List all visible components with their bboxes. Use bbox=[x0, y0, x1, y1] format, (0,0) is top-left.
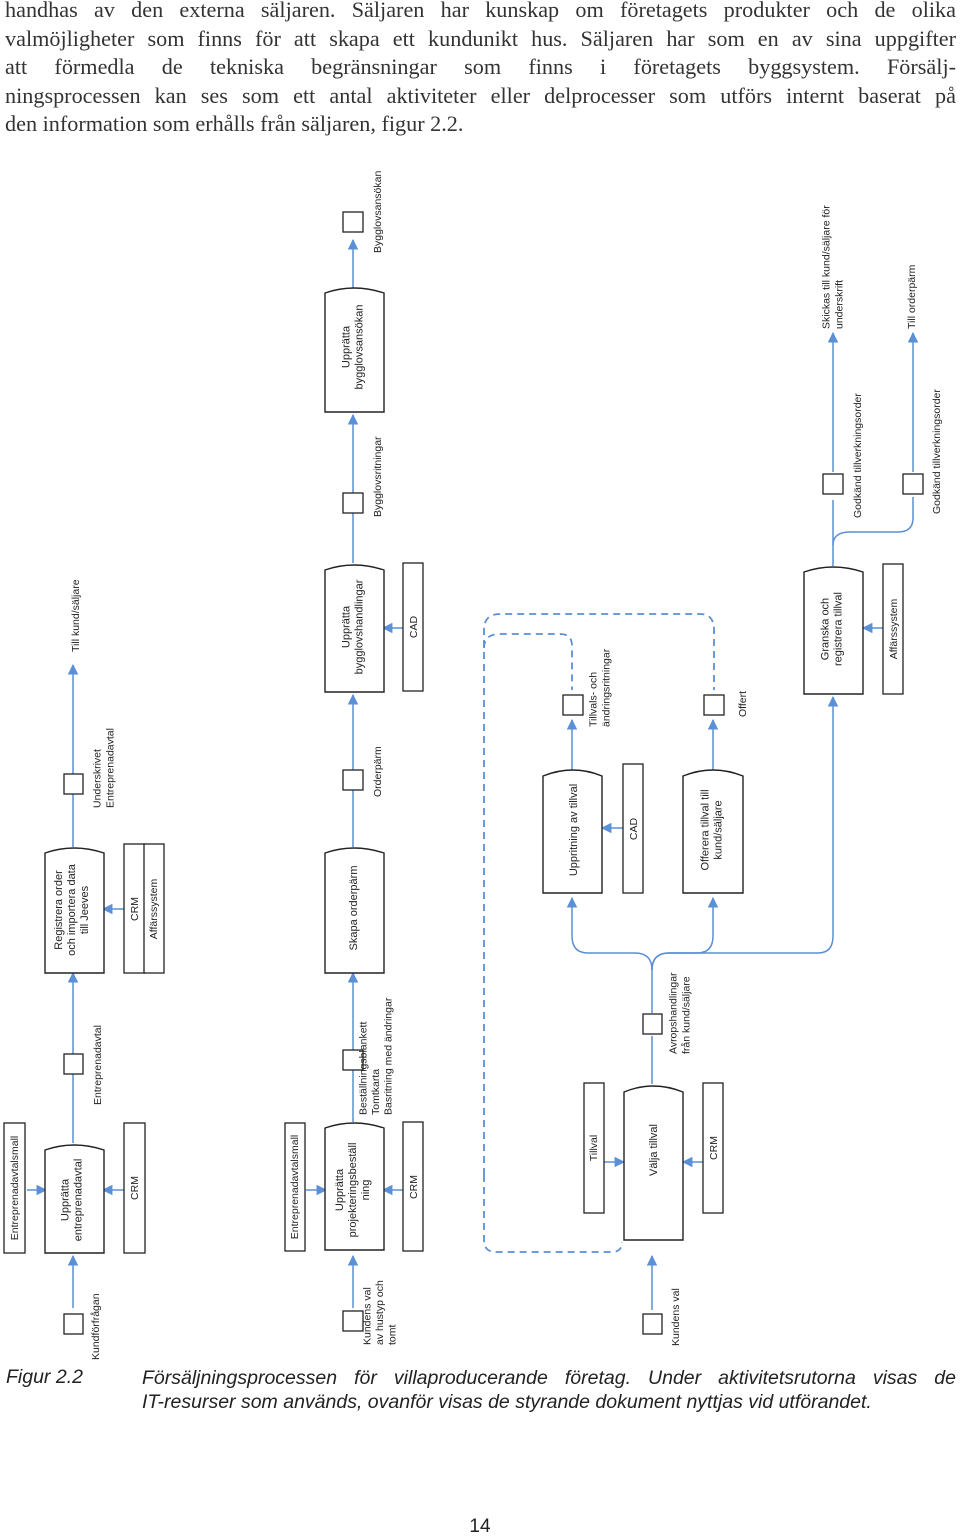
svg-text:Upprättaprojekteringsbeställni: Upprättaprojekteringsbeställning bbox=[334, 1143, 372, 1238]
resource-affarssystem-1: Affärssystem bbox=[143, 843, 165, 974]
svg-text:Offert: Offert bbox=[737, 691, 749, 717]
svg-text:Affärssystem: Affärssystem bbox=[148, 879, 160, 940]
document-kundens-val: Kundens val bbox=[642, 1288, 682, 1346]
activity-valja-tillval: Välja tillval bbox=[623, 1085, 684, 1241]
svg-text:Bygglovsritningar: Bygglovsritningar bbox=[372, 436, 384, 517]
svg-text:Upprättabygglovsansökan: Upprättabygglovsansökan bbox=[340, 304, 365, 389]
resource-crm-4: CRM bbox=[702, 1082, 724, 1214]
activity-registrera-order: Registrera orderoch importera datatill J… bbox=[44, 847, 105, 974]
column-3-flow bbox=[566, 331, 919, 1310]
svg-text:Till orderpärm: Till orderpärm bbox=[906, 264, 918, 329]
document-skickas-till-kund: Skickas till kund/säljare förunderskrift bbox=[821, 205, 846, 329]
svg-text:Välja tillval: Välja tillval bbox=[648, 1124, 660, 1176]
svg-text:CRM: CRM bbox=[129, 1176, 141, 1200]
resource-affarssystem-2: Affärssystem bbox=[882, 563, 904, 695]
column-2 bbox=[306, 238, 412, 1308]
document-orderparm: Orderpärm bbox=[342, 746, 384, 797]
svg-text:Affärssystem: Affärssystem bbox=[888, 599, 900, 660]
resource-entreprenadavtalsmall-1: Entreprenadavtalsmall bbox=[3, 1122, 26, 1254]
svg-text:Bygglovsansökan: Bygglovsansökan bbox=[372, 171, 384, 253]
caption-line: IT-resurser som används, ovanför visas d… bbox=[142, 1391, 872, 1413]
svg-text:Orderpärm: Orderpärm bbox=[372, 746, 384, 797]
svg-text:Tillval: Tillval bbox=[588, 1135, 600, 1161]
activity-upprata-entreprenadavtal: Upprättaentreprenadavtal bbox=[44, 1144, 105, 1254]
body-line: att förmedla de tekniska begränsningar s… bbox=[5, 54, 956, 80]
svg-text:CAD: CAD bbox=[408, 615, 420, 638]
svg-text:CAD: CAD bbox=[628, 817, 640, 840]
activity-label: Upprättaentreprenadavtal bbox=[59, 1159, 84, 1242]
svg-text:Entreprenadavtalsmall: Entreprenadavtalsmall bbox=[289, 1135, 301, 1239]
activity-granska-registrera-tillval: Granska ochregistrera tillval bbox=[803, 566, 864, 695]
activity-skapa-orderparm: Skapa orderpärm bbox=[324, 847, 385, 974]
activity-projekteringsbestallning: Upprättaprojekteringsbeställning bbox=[324, 1122, 385, 1251]
resource-crm-1: CRM bbox=[123, 1122, 146, 1254]
figure-caption: Försäljningsprocessen för villaproducera… bbox=[142, 1366, 956, 1414]
activity-bygglovshandlingar: Upprättabygglovshandlingar bbox=[324, 564, 385, 693]
svg-text:Entreprenadavtal: Entreprenadavtal bbox=[92, 1025, 104, 1105]
document-till-orderparm: Till orderpärm bbox=[906, 264, 918, 329]
document-offert: Offert bbox=[703, 691, 749, 717]
svg-text:Till kund/säljare: Till kund/säljare bbox=[70, 579, 82, 652]
svg-text:CRM: CRM bbox=[708, 1136, 720, 1160]
svg-text:Kundens valav hustyp ochtomt: Kundens valav hustyp ochtomt bbox=[361, 1280, 398, 1345]
body-line: den information som erhålls från säljare… bbox=[5, 111, 464, 137]
document-avropshandlingar: Avropshandlingarfrån kund/säljare bbox=[642, 972, 693, 1054]
activity-bygglovsansokan: Upprättabygglovsansökan bbox=[324, 287, 385, 413]
page-number: 14 bbox=[469, 1516, 491, 1537]
activity-label: Registrera orderoch importera datatill J… bbox=[53, 863, 91, 956]
svg-text:Entreprenadavtalsmall: Entreprenadavtalsmall bbox=[9, 1136, 21, 1240]
svg-text:Offerera tillval tillkund/sälj: Offerera tillval tillkund/säljare bbox=[699, 789, 724, 870]
svg-text:Godkänd tillverkningsorder: Godkänd tillverkningsorder bbox=[852, 393, 864, 518]
document-tillvals-ritningar: Tillvals- ochändringsritningar bbox=[562, 648, 613, 727]
document-underskrivet: UnderskrivetEntreprenadavtal bbox=[63, 728, 117, 808]
svg-text:UnderskrivetEntreprenadavtal: UnderskrivetEntreprenadavtal bbox=[92, 728, 117, 808]
document-kundforfragan: Kundförfrågan bbox=[63, 1293, 102, 1360]
document-godkand-tillverkningsorder-1: Godkänd tillverkningsorder bbox=[822, 393, 864, 518]
svg-text:Avropshandlingarfrån kund/sälj: Avropshandlingarfrån kund/säljare bbox=[668, 972, 693, 1054]
caption-line: Försäljningsprocessen för villaproducera… bbox=[142, 1367, 956, 1389]
body-line: valmöjligheter som finns för att skapa e… bbox=[5, 25, 956, 51]
body-line: ningsprocessen kan ses som ett antal akt… bbox=[5, 82, 956, 108]
svg-text:CRM: CRM bbox=[129, 897, 141, 921]
resource-tillval: Tillval bbox=[583, 1082, 605, 1214]
svg-text:CRM: CRM bbox=[408, 1175, 420, 1199]
document-bestallningsblankett: BeställningsblankettTomtkartaBasritning … bbox=[342, 997, 395, 1115]
document-kundens-val-hustyp: Kundens valav hustyp ochtomt bbox=[342, 1280, 399, 1345]
svg-text:Kundförfrågan: Kundförfrågan bbox=[90, 1293, 102, 1360]
body-paragraph: handhas av den externa säljaren. Säljare… bbox=[5, 0, 956, 139]
resource-crm-2: CRM bbox=[123, 843, 146, 974]
svg-text:Tillvals- ochändringsritningar: Tillvals- ochändringsritningar bbox=[588, 648, 613, 727]
svg-text:Uppritning av tillval: Uppritning av tillval bbox=[568, 784, 580, 876]
body-line: handhas av den externa säljaren. Säljare… bbox=[5, 0, 956, 22]
document-bygglovsansokan: Bygglovsansökan bbox=[342, 171, 384, 253]
resource-cad-1: CAD bbox=[402, 562, 424, 692]
svg-text:Skickas till kund/säljare föru: Skickas till kund/säljare förunderskrift bbox=[821, 205, 846, 329]
svg-text:BeställningsblankettTomtkartaB: BeställningsblankettTomtkartaBasritning … bbox=[357, 997, 394, 1115]
activity-offerera-tillval: Offerera tillval tillkund/säljare bbox=[682, 769, 744, 894]
svg-text:Upprättabygglovshandlingar: Upprättabygglovshandlingar bbox=[340, 579, 365, 674]
resource-crm-3: CRM bbox=[402, 1121, 424, 1252]
document-godkand-tillverkningsorder-2: Godkänd tillverkningsorder bbox=[902, 389, 943, 514]
resource-entreprenadavtalsmall-2: Entreprenadavtalsmall bbox=[284, 1122, 306, 1252]
column-3-dashed-loop bbox=[483, 613, 715, 1253]
resource-cad-2: CAD bbox=[622, 763, 644, 894]
figure-label: Figur 2.2 bbox=[6, 1366, 83, 1388]
activity-uppritning-av-tillval: Uppritning av tillval bbox=[542, 769, 603, 894]
document-entreprenadavtal: Entreprenadavtal bbox=[63, 1025, 104, 1105]
document-bygglovsritningar: Bygglovsritningar bbox=[342, 436, 384, 517]
svg-text:Kundens val: Kundens val bbox=[670, 1288, 682, 1346]
document-till-kund: Till kund/säljare bbox=[70, 579, 82, 652]
svg-text:Godkänd tillverkningsorder: Godkänd tillverkningsorder bbox=[931, 389, 943, 514]
svg-text:Skapa orderpärm: Skapa orderpärm bbox=[348, 866, 360, 951]
svg-text:Granska ochregistrera tillval: Granska ochregistrera tillval bbox=[819, 592, 844, 666]
